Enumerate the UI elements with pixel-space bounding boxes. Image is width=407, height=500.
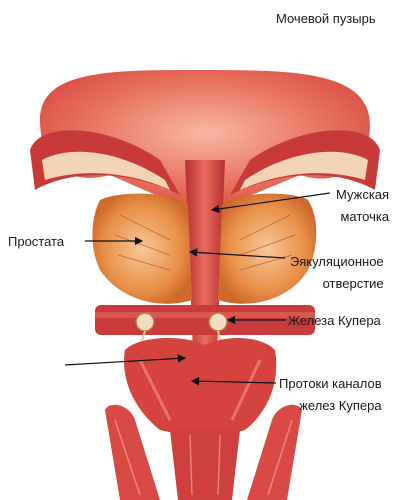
penile-bulb [124,338,276,440]
cowper-gland-left [136,313,154,331]
label-uterus-line1: Мужская [336,186,389,203]
label-cowper: Железа Купера [288,312,381,329]
prostate-left-lobe [92,194,192,304]
label-prostate: Простата [8,233,64,250]
corpus-spongiosum [170,430,240,500]
label-ejaculatory: Эякуляционное отверстие [290,253,384,292]
label-ducts: Протоки каналов желез Купера [279,375,382,414]
label-uterus-line2: маточка [336,208,389,225]
label-ejac-line2: отверстие [290,275,384,292]
label-ducts-line1: Протоки каналов [279,375,382,392]
label-ejac-line1: Эякуляционное [290,253,384,270]
cowper-gland-right [209,313,227,331]
label-uterus: Мужская маточка [336,186,389,225]
label-bladder: Мочевой пузырь [276,10,376,27]
label-ducts-line2: желез Купера [279,397,382,414]
